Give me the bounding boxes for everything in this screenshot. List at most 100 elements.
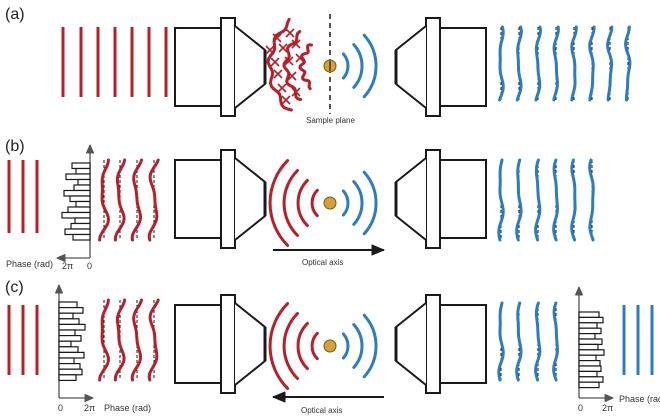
c-red-wavy-front-0 [98, 298, 110, 382]
b-phase-vaxis-head [86, 144, 94, 154]
c-red-wavy-front-1 [113, 298, 127, 382]
a-red-wavy-arc-2 [266, 17, 293, 112]
b-phase-hist-bar-13 [72, 233, 91, 241]
b-blue-arc-0 [341, 189, 350, 217]
c-phase-hist-right-bar-2 [578, 322, 598, 329]
c-phase-hist-right-bar-5 [578, 338, 603, 346]
b-objective-right-collar [425, 149, 441, 249]
a-blue-arc-0 [341, 52, 350, 80]
c-phase-vaxis-left-head [55, 284, 63, 294]
optical-axis-label-c: Optical axis [301, 406, 343, 415]
c-objective-right-collar [425, 294, 441, 394]
c-phase-hist-left-bar-3 [58, 318, 80, 325]
phase-label-c-left: Phase (rad) [104, 403, 152, 413]
b-red-arc-2 [282, 169, 299, 237]
b-blue-arc-2 [362, 170, 378, 236]
a-blue-wavy-front-7 [624, 25, 632, 102]
b-red-wavy-front-2 [130, 158, 143, 242]
c-red-wavy-front-3 [147, 298, 160, 382]
c-phase-hist-right-bar-3 [578, 327, 602, 335]
a-objective-right-collar [425, 17, 441, 117]
optical-axis-label-b: Optical axis [302, 258, 344, 267]
tick-0-c-right: 0 [578, 403, 584, 413]
a-objective-left-nose [234, 25, 266, 109]
c-blue-wavy-front-1 [515, 301, 523, 382]
panel-label-c: (c) [5, 279, 24, 296]
c-blue-arc-2 [362, 313, 378, 379]
panel-label-a: (a) [5, 6, 25, 23]
a-scatter-cross-6-s2 [284, 56, 294, 66]
a-scatter-cross-2-s2 [265, 45, 275, 55]
b-phase-hist-bar-11 [70, 222, 91, 230]
b-objective-right-body [439, 159, 487, 239]
c-phase-hist-right-bar-6 [578, 343, 599, 351]
b-phase-hist-bar-4 [73, 184, 91, 192]
b-blue-arc-1 [352, 180, 364, 226]
b-objective-right-nose [395, 157, 427, 241]
c-phase-haxis-right-head [604, 394, 614, 402]
c-red-arc-1 [296, 321, 309, 371]
c-phase-hist-right-bar-13 [578, 381, 600, 389]
c-red-arc-3 [268, 302, 290, 390]
b-objective-left-nose [234, 157, 266, 241]
a-scatter-cross-10-s2 [277, 83, 287, 93]
b-optical-axis-arrow-head [371, 244, 385, 256]
c-blue-arc-1 [352, 323, 364, 369]
c-phase-hist-right-bar-10 [578, 365, 602, 373]
b-phase-hist-bar-6 [69, 195, 91, 203]
c-phase-hist-left-bar-0 [58, 301, 78, 309]
tick-2pi-b: 2π [62, 261, 74, 271]
tick-2pi-c-left: 2π [84, 403, 96, 413]
b-red-wavy-front-1 [113, 158, 127, 242]
tick-0-b: 0 [87, 261, 93, 271]
phase-label-c-right: Phase (rad) [619, 394, 660, 404]
b-red-arc-3 [268, 159, 290, 247]
b-phase-hist-bar-9 [61, 211, 91, 219]
b-objective-left-collar [220, 149, 236, 249]
c-red-wavy-front-2 [130, 298, 143, 382]
a-objective-left-collar [220, 17, 236, 117]
c-objective-right-nose [395, 302, 427, 386]
b-red-wavy-front-3 [147, 158, 160, 242]
c-phase-hist-left-bar-5 [58, 329, 76, 337]
c-sample-bead [323, 339, 337, 353]
c-blue-wavy-front-3 [552, 301, 559, 382]
a-blue-wavy-front-6 [606, 25, 614, 102]
b-phase-hist-bar-2 [65, 173, 91, 181]
a-scatter-cross-1-s2 [285, 28, 295, 38]
c-phase-hist-right-bar-7 [578, 349, 605, 356]
a-scatter-cross-11-s2 [291, 87, 301, 97]
b-blue-wavy-front-4 [570, 158, 577, 242]
tick-0-c-left: 0 [58, 403, 64, 413]
c-phase-hist-right-bar-8 [578, 354, 597, 362]
b-red-arc-1 [296, 178, 309, 228]
c-red-arc-2 [282, 312, 299, 380]
a-blue-wavy-front-4 [570, 25, 578, 102]
c-phase-hist-right-bar-12 [578, 376, 604, 383]
c-objective-left-body [174, 304, 222, 384]
c-optical-axis-arrow-head [272, 391, 286, 403]
a-blue-arc-1 [352, 43, 364, 89]
b-red-arc-0 [310, 188, 319, 218]
a-blue-arc-2 [362, 33, 378, 99]
c-phase-hist-left-bar-10 [58, 357, 75, 365]
panel-label-b: (b) [5, 138, 25, 155]
a-blue-wavy-front-5 [588, 25, 596, 102]
c-objective-left-collar [220, 294, 236, 394]
c-blue-wavy-front-2 [534, 301, 542, 382]
b-blue-wavy-front-3 [552, 158, 559, 242]
a-scatter-cross-0-s2 [272, 33, 282, 43]
b-phase-haxis-head [56, 254, 66, 262]
phase-label-b: Phase (rad) [6, 259, 54, 269]
c-phase-hist-left-bar-1 [58, 307, 84, 314]
a-blue-wavy-front-3 [552, 25, 560, 102]
c-phase-hist-right-bar-9 [578, 360, 601, 367]
c-objective-left-nose [234, 302, 266, 386]
a-red-wavy-arc-0 [298, 43, 313, 91]
b-phase-hist-bar-5 [63, 189, 91, 197]
c-blue-arc-0 [341, 332, 350, 360]
a-objective-right-body [439, 27, 487, 107]
c-objective-right-body [439, 304, 487, 384]
a-scatter-cross-12-s2 [281, 95, 291, 105]
